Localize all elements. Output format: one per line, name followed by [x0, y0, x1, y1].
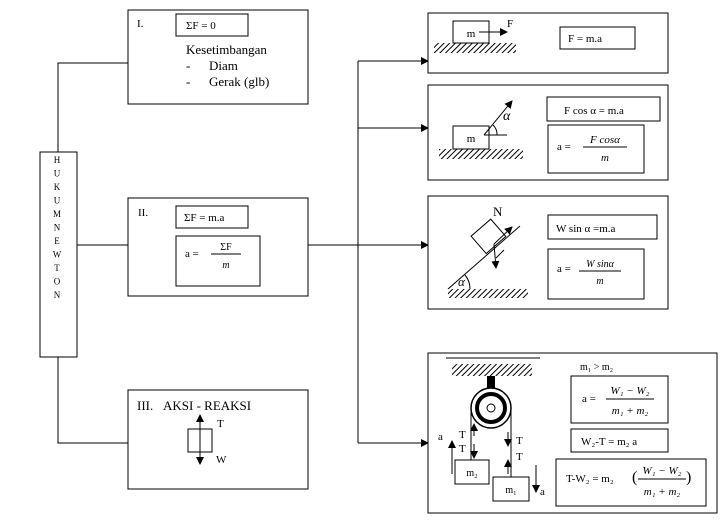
case3-ground: [448, 289, 528, 298]
hukum-newton-letter: H: [54, 155, 61, 165]
case2-ground: [439, 149, 523, 159]
case4-t-right-bottom: T: [516, 451, 523, 463]
case4-t-left-bottom: T: [459, 443, 466, 455]
case4-box: T T T T a a m₂ m₁ m₁ > m₂ a = W₁ − W₂ m₁…: [427, 352, 718, 514]
case3-box: α N W sin α =m.a a = W sinα m: [427, 195, 669, 310]
case1-ground: [434, 43, 516, 53]
case4-equation-2: W₂-T = m₂ a: [581, 436, 637, 448]
hukum-newton-letter: U: [54, 196, 61, 206]
law1-item-dash: -: [186, 74, 190, 89]
law2-numeral: II.: [138, 207, 148, 219]
law1-item-text: Gerak (glb): [209, 74, 269, 89]
law3-title: AKSI - REAKSI: [163, 398, 251, 413]
hukum-newton-letter: N: [54, 290, 61, 300]
law3-numeral: III.: [137, 398, 153, 413]
case2-accel-denominator: m: [601, 152, 609, 164]
case4-equation-3-denominator: m₁ + m₂: [644, 486, 681, 498]
case4-pulley-axle: [486, 403, 496, 413]
law2-accel-numerator: ΣF: [220, 242, 232, 253]
case4-pulley-hanger: [487, 376, 495, 398]
law3-label-bottom: W: [216, 454, 227, 466]
hukum-newton-letter: U: [54, 169, 61, 179]
hukum-newton-letter: E: [54, 236, 60, 246]
case3-angle-arc: [464, 274, 471, 290]
hukum-newton-letter: K: [54, 182, 61, 192]
case4-mass-left-block: [454, 459, 490, 485]
case1-equation: F = m.a: [568, 33, 602, 45]
case4-mass-right-block: [492, 476, 530, 502]
case4-accel-denominator: m₁ + m₂: [612, 405, 649, 417]
law3-box: III. AKSI - REAKSI T W: [127, 389, 309, 490]
case4-ceiling: [452, 364, 532, 376]
hukum-newton-letter: W: [53, 250, 62, 260]
hukum-newton-letter: M: [53, 209, 61, 219]
case2-mass-label: m: [467, 133, 476, 145]
case1-mass-label: m: [467, 28, 476, 40]
case3-equation: W sin α =m.a: [556, 223, 616, 235]
case4-paren-close: ): [686, 469, 691, 486]
law1-formula: ΣF = 0: [186, 20, 216, 32]
case4-t-left-top: T: [459, 429, 466, 441]
law1-item-dash: -: [186, 58, 190, 73]
case4-t-right-top: T: [516, 435, 523, 447]
case4-equation-3-prefix: T-W₂ = m₂: [566, 473, 614, 485]
case3-accel-numerator: W sinα: [586, 259, 615, 270]
case4-paren-open: (: [632, 469, 637, 486]
case2-force-arrow: [483, 100, 513, 136]
law2-accel-prefix: a =: [185, 248, 199, 260]
law2-accel-denominator: m: [222, 260, 229, 271]
case1-force-label: F: [507, 18, 513, 30]
law2-formula: ΣF = m.a: [184, 212, 225, 224]
case4-accel-right-label: a: [540, 486, 545, 498]
hukum-newton-letter: N: [54, 223, 61, 233]
case4-accel-numerator: W₁ − W₂: [611, 385, 650, 397]
case3-accel-prefix: a =: [557, 263, 571, 275]
hukum-newton-letter: T: [54, 263, 60, 273]
law1-box: I. ΣF = 0 Kesetimbangan - Diam - Gerak (…: [127, 9, 309, 105]
case1-box: m F F = m.a: [427, 12, 669, 74]
case3-mass-block: [470, 218, 507, 255]
case4-condition: m₁ > m₂: [580, 362, 613, 373]
law1-item-text: Diam: [209, 58, 238, 73]
case2-accel-numerator: F cosα: [589, 134, 620, 146]
case3-accel-denominator: m: [596, 276, 603, 287]
case3-normal-arrow: [493, 226, 513, 245]
case2-box: m α F cos α = m.a a = F cosα m: [427, 84, 669, 181]
law1-title: Kesetimbangan: [186, 42, 267, 57]
case2-accel-prefix: a =: [557, 141, 571, 153]
case2-equation: F cos α = m.a: [564, 105, 624, 117]
case2-mass-block: [452, 125, 490, 150]
case3-weight-component: [495, 249, 505, 259]
case4-mass-left-label: m₂: [466, 468, 477, 479]
case4-accel-prefix: a =: [582, 393, 596, 405]
case4-accel-left-label: a: [438, 431, 443, 443]
law1-numeral: I.: [137, 18, 144, 30]
connector-lines: [57, 57, 429, 447]
case3-normal-label: N: [493, 204, 503, 219]
case3-angle-label: α: [458, 274, 466, 289]
case4-mass-right-label: m₁: [505, 485, 516, 496]
case3-weight-arrow: [491, 243, 500, 269]
case3-incline: [447, 225, 521, 290]
case2-angle-label: α: [503, 109, 511, 124]
case4-equation-3-numerator: W₁ − W₂: [643, 465, 682, 477]
hukum-newton-letter: O: [54, 277, 61, 287]
case2-angle-arc: [492, 124, 498, 136]
law2-box: II. ΣF = m.a a = ΣF m: [127, 197, 309, 297]
law3-label-top: T: [217, 418, 224, 430]
